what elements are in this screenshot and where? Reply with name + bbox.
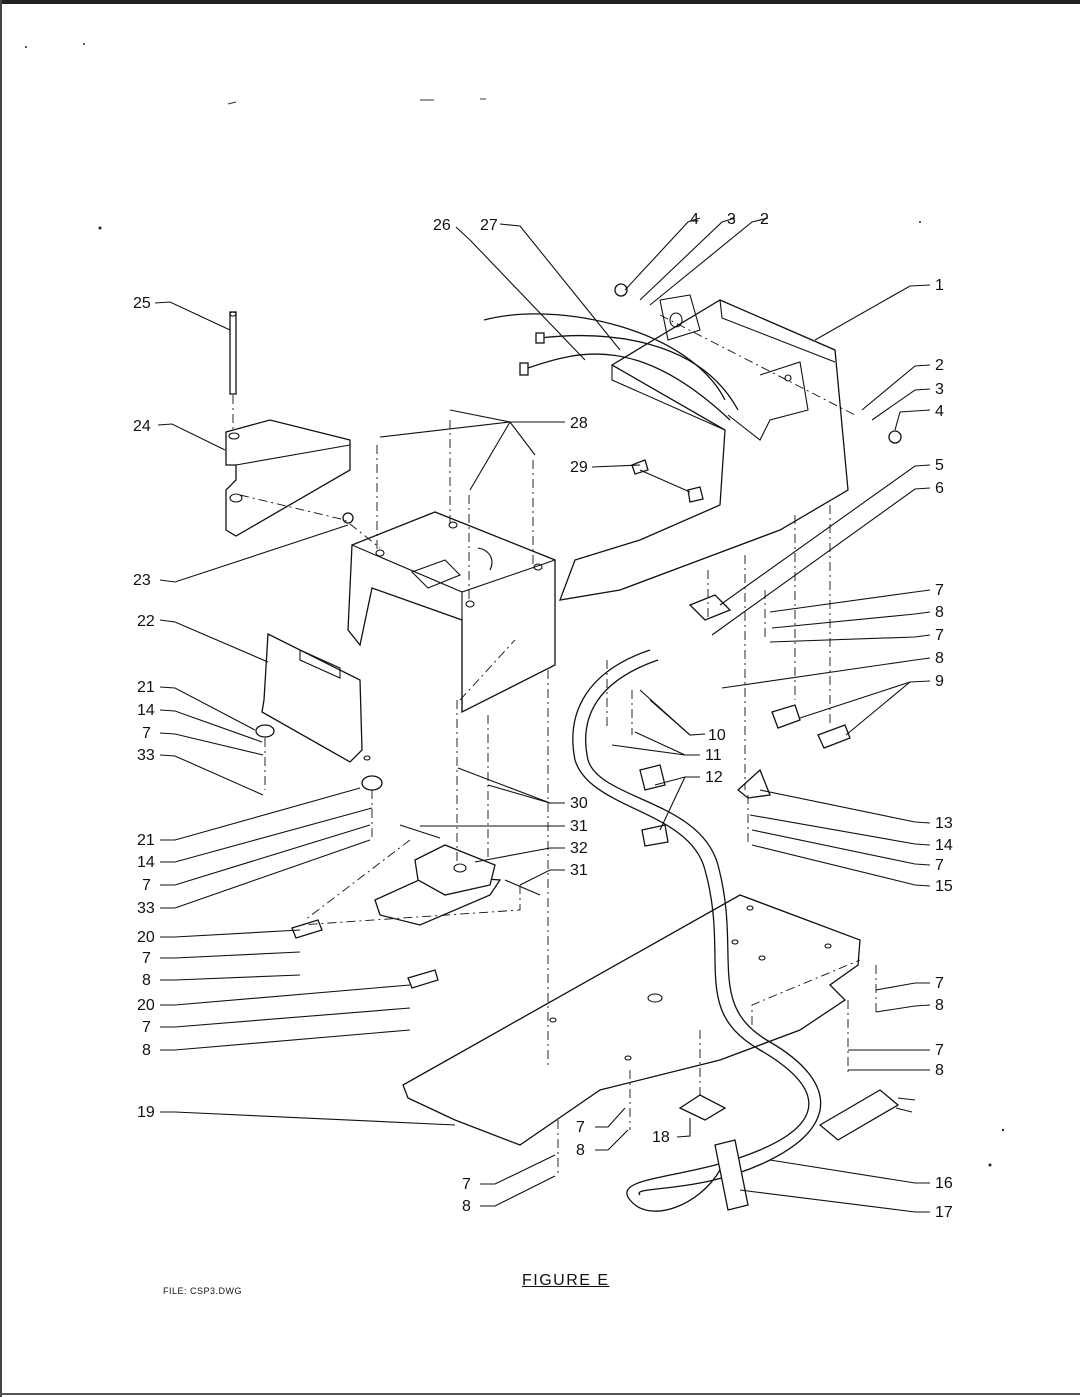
callout-15: 15 <box>935 878 953 895</box>
callout-8: 8 <box>142 1042 151 1059</box>
callout-32: 32 <box>570 840 588 857</box>
callout-9: 9 <box>935 673 944 690</box>
callout-7: 7 <box>462 1176 471 1193</box>
sheet-top-border <box>0 0 1080 4</box>
callout-7: 7 <box>935 1042 944 1059</box>
callout-27: 27 <box>480 217 498 234</box>
housing-part-1 <box>558 294 849 601</box>
callout-8: 8 <box>935 997 944 1014</box>
figure-title: FIGURE E <box>522 1272 610 1289</box>
callout-31: 31 <box>570 862 588 879</box>
callout-29: 29 <box>570 459 588 476</box>
power-cable <box>572 649 916 1212</box>
callout-21: 21 <box>137 832 155 849</box>
callouts: 26 27 4 3 2 1 25 2 3 4 24 28 29 5 6 23 7… <box>133 211 953 1221</box>
wire-harness <box>483 313 739 421</box>
callout-19: 19 <box>137 1104 155 1121</box>
callout-13: 13 <box>935 815 953 832</box>
callout-5: 5 <box>935 457 944 474</box>
callout-31: 31 <box>570 818 588 835</box>
callout-7: 7 <box>935 582 944 599</box>
scan-specks <box>25 43 1005 1167</box>
callout-7: 7 <box>935 627 944 644</box>
assembly-lines <box>232 314 877 1175</box>
callout-33: 33 <box>137 747 155 764</box>
callout-8: 8 <box>462 1198 471 1215</box>
callout-1: 1 <box>935 277 944 294</box>
callout-7: 7 <box>935 857 944 874</box>
callout-25: 25 <box>133 295 151 312</box>
callout-23: 23 <box>133 572 151 589</box>
callout-6: 6 <box>935 480 944 497</box>
callout-3: 3 <box>935 381 944 398</box>
callout-8: 8 <box>935 1062 944 1079</box>
leader-lines <box>154 217 931 1213</box>
callout-12: 12 <box>705 769 723 786</box>
sheet-left-border <box>0 0 2 1397</box>
cable-strap-part-17 <box>714 1139 749 1211</box>
callout-7: 7 <box>935 975 944 992</box>
plug-part-16 <box>818 1089 900 1141</box>
base-frame <box>347 511 556 714</box>
sheet-bottom-border <box>0 1393 1080 1395</box>
callout-20: 20 <box>137 929 155 946</box>
callout-7: 7 <box>142 725 151 742</box>
callout-4: 4 <box>690 211 699 228</box>
file-name-label: FILE: CSP3.DWG <box>163 1286 243 1296</box>
cover-plate-part-22 <box>261 632 371 763</box>
callout-11: 11 <box>705 747 722 764</box>
callout-14: 14 <box>935 837 953 854</box>
callout-8: 8 <box>142 972 151 989</box>
column-bracket-part-24 <box>225 311 351 537</box>
callout-3: 3 <box>727 211 736 228</box>
callout-7: 7 <box>142 1019 151 1036</box>
callout-26: 26 <box>433 217 451 234</box>
callout-22: 22 <box>137 613 155 630</box>
callout-7: 7 <box>576 1119 585 1136</box>
callout-2: 2 <box>935 357 944 374</box>
callout-18: 18 <box>652 1129 670 1146</box>
callout-24: 24 <box>133 418 151 435</box>
callout-10: 10 <box>708 727 726 744</box>
callout-20: 20 <box>137 997 155 1014</box>
callout-7: 7 <box>142 950 151 967</box>
callout-7: 7 <box>142 877 151 894</box>
callout-21: 21 <box>137 679 155 696</box>
callout-8: 8 <box>576 1142 585 1159</box>
callout-14: 14 <box>137 702 155 719</box>
callout-2: 2 <box>760 211 769 228</box>
foot-pedal-part-32 <box>374 824 541 926</box>
callout-4: 4 <box>935 403 944 420</box>
pin-part-25 <box>229 311 237 395</box>
callout-28: 28 <box>570 415 588 432</box>
base-plate-part-19 <box>402 894 861 1146</box>
callout-14: 14 <box>137 854 155 871</box>
callout-16: 16 <box>935 1175 953 1192</box>
callout-33: 33 <box>137 900 155 917</box>
callout-17: 17 <box>935 1204 953 1221</box>
callout-8: 8 <box>935 650 944 667</box>
callout-8: 8 <box>935 604 944 621</box>
callout-30: 30 <box>570 795 588 812</box>
